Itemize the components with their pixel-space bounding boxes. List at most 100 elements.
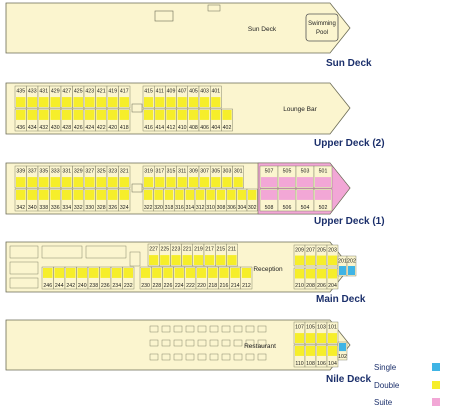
cabin-number: 201	[338, 259, 347, 265]
cabin-bed	[62, 97, 72, 107]
cabin-bed	[317, 346, 326, 356]
cabin-bed	[50, 177, 60, 187]
cabin-number: 508	[265, 205, 274, 211]
sun-deck-area-label: Sun Deck	[248, 26, 277, 33]
cabin-506: 506	[277, 188, 297, 212]
cabin-bed	[206, 190, 215, 200]
cabin-number: 322	[144, 205, 153, 211]
cabin-bed	[261, 177, 277, 187]
cabin-431: 431	[37, 85, 50, 109]
lounge-bar-label: Lounge Bar	[283, 106, 317, 113]
cabin-number: 236	[101, 283, 110, 289]
cabin-bed	[27, 190, 37, 200]
cabin-bed	[85, 110, 95, 120]
cabin-number: 403	[200, 89, 209, 95]
cabin-330: 330	[83, 188, 96, 212]
cabin-208: 208	[304, 267, 317, 289]
restaurant-table	[233, 353, 243, 361]
cabin-426: 426	[72, 108, 85, 132]
cabin-218: 218	[206, 266, 219, 289]
cabin-frame	[240, 266, 253, 290]
cabin-bed	[193, 255, 203, 265]
cabin-bed	[73, 110, 83, 120]
restaurant-table	[209, 325, 219, 333]
restaurant-tables	[149, 325, 267, 361]
cabin-205: 205	[315, 244, 328, 267]
cabin-bed	[166, 97, 176, 107]
cabin-bed	[108, 190, 118, 200]
cabin-507: 507	[259, 165, 279, 189]
cabin-number: 216	[220, 283, 229, 289]
cabin-bed	[39, 110, 49, 120]
restaurant-table	[233, 339, 243, 347]
restaurant-table	[173, 353, 183, 361]
cabin-bed	[155, 110, 165, 120]
cabin-number: 228	[152, 283, 161, 289]
cabin-bed	[85, 190, 95, 200]
cabin-number: 214	[231, 283, 240, 289]
cabin-bed	[200, 177, 210, 187]
cabin-405: 405	[187, 85, 200, 109]
cabin-bed	[144, 177, 154, 187]
cabin-number: 501	[319, 169, 328, 175]
cabin-number: 503	[301, 169, 310, 175]
cabin-320: 320	[153, 188, 164, 212]
cabin-bed	[96, 97, 106, 107]
cabin-number: 333	[51, 169, 60, 175]
cabin-bed	[66, 268, 76, 278]
cabin-number: 106	[317, 361, 326, 367]
cabin-number: 207	[306, 248, 315, 254]
cabin-bed	[208, 268, 218, 278]
cabin-number: 205	[317, 248, 326, 254]
cabin-412: 412	[165, 108, 177, 132]
cabin-334: 334	[60, 188, 73, 212]
cabin-number: 421	[97, 89, 106, 95]
cabin-338: 338	[37, 188, 50, 212]
cabin-number: 218	[208, 283, 217, 289]
cabin-number: 505	[283, 169, 292, 175]
cabin-bed	[89, 268, 99, 278]
cabin-508: 508	[259, 188, 279, 212]
cabin-number: 420	[108, 125, 117, 131]
sun-deck-feature	[154, 10, 174, 22]
cabin-bed	[295, 333, 304, 343]
restaurant-table	[209, 339, 219, 347]
cabin-403: 403	[198, 85, 211, 109]
main-deck-title: Main Deck	[316, 294, 366, 305]
cabin-bed	[96, 190, 106, 200]
cabin-number: 326	[108, 205, 117, 211]
cabin-311: 311	[176, 165, 189, 189]
cabin-bed	[306, 346, 315, 356]
cabin-number: 435	[16, 89, 25, 95]
cabin-414: 414	[153, 108, 166, 132]
sun-deck-stair	[207, 4, 221, 12]
cabin-bed	[163, 268, 173, 278]
cabin-bed	[306, 269, 315, 279]
cabin-number: 242	[66, 283, 75, 289]
cabin-bed	[174, 268, 184, 278]
cabin-bed	[306, 333, 315, 343]
cabin-number: 335	[39, 169, 48, 175]
restaurant-table	[197, 353, 207, 361]
cabin-number: 314	[185, 205, 194, 211]
cabin-406: 406	[198, 108, 211, 132]
cabin-416: 416	[142, 108, 155, 132]
cabin-number: 325	[97, 169, 106, 175]
cabin-bed	[182, 255, 192, 265]
cabin-number: 409	[167, 89, 176, 95]
cabin-425: 425	[72, 85, 85, 109]
cabin-bed	[50, 110, 60, 120]
cabin-bed	[123, 268, 133, 278]
cabin-217: 217	[203, 243, 216, 267]
cabin-327: 327	[83, 165, 96, 189]
cabin-bed	[315, 177, 331, 187]
cabin-number: 225	[160, 247, 169, 253]
cabin-frame	[221, 108, 233, 132]
